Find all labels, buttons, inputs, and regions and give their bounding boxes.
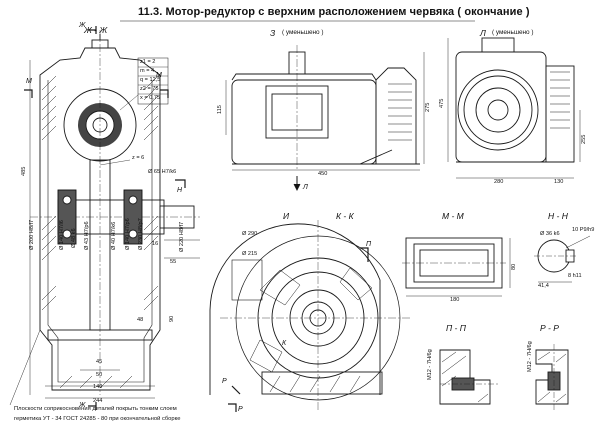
- dim-c16: 16: [152, 241, 159, 247]
- dim-l-h475: 475: [439, 98, 445, 108]
- dim-h485: 485: [21, 166, 27, 176]
- dim-d43: Ø 43 H7/p6: [84, 221, 90, 250]
- dim-c48: 48: [137, 317, 144, 323]
- view-label-l: Л: [480, 28, 486, 38]
- gear-param-m: m = 4: [140, 68, 155, 74]
- dim-m-w180: 180: [450, 297, 460, 303]
- gear-param-q: q = 12,5: [140, 77, 161, 83]
- dim-d140b: Ø 140 H7/p6: [125, 218, 131, 250]
- dim-d230: Ø 230 H8/p7: [138, 218, 144, 250]
- section-rr: [535, 344, 569, 410]
- view-label-zh: Ж - Ж: [84, 25, 108, 35]
- dim-z6: z = 6: [132, 155, 145, 161]
- gear-param-z1: z1 = 2: [140, 59, 156, 65]
- dim-d48: Ø 48 k6: [71, 228, 77, 248]
- gearbox-body: [231, 79, 377, 165]
- dim-d140a: Ø 140 H7/l6: [59, 220, 65, 250]
- dim-l-w280: 280: [494, 179, 504, 185]
- marker-n: Н: [177, 187, 183, 194]
- view-label-k: К - К: [336, 211, 354, 221]
- housing-outline: [39, 47, 161, 391]
- dim-d40: Ø 40 H7/k6: [111, 221, 117, 250]
- view-i: [209, 220, 410, 412]
- view-label-z: З: [270, 28, 276, 38]
- page-title: 11.3. Мотор-редуктор с верхним расположе…: [138, 6, 530, 18]
- marker-m-left: М: [26, 78, 32, 85]
- dim-n-c41: 41,4: [538, 283, 549, 289]
- section-nn: [534, 235, 591, 283]
- dim-d65: Ø 65 H7/k6: [148, 169, 177, 175]
- marker-l-arrow: Л: [303, 184, 308, 191]
- gear-param-x: x = 0,75: [140, 95, 161, 101]
- dim-h90: 90: [169, 315, 175, 322]
- view-label-m: М - М: [442, 211, 464, 221]
- bearings: [57, 189, 143, 245]
- dim-i-d290: Ø 290: [242, 231, 258, 237]
- view-note-l: ( уменьшено ): [492, 29, 534, 36]
- marker-k: К: [282, 340, 287, 347]
- dim-p-m12: М12 - 7Н/6g: [427, 349, 433, 380]
- section-zh: [24, 26, 200, 410]
- section-mm: [402, 237, 511, 297]
- dim-r-m12: М12 - 7Н/6g: [527, 341, 533, 372]
- gear-param-z2: z2 = 75: [140, 86, 159, 92]
- view-label-i: И: [283, 211, 290, 221]
- dim-n-c8: 8 h11: [568, 273, 582, 279]
- marker-p: П: [366, 241, 372, 248]
- view-label-r: Р - Р: [540, 323, 559, 333]
- view-label-p: П - П: [446, 323, 466, 333]
- dim-c45: 45: [96, 359, 103, 365]
- dim-c50: 50: [96, 372, 103, 378]
- dim-d200: Ø 200 H8/f7: [29, 219, 35, 250]
- dim-z-w450: 450: [318, 171, 328, 177]
- view-l: [447, 37, 581, 179]
- dim-l-h255: 255: [581, 134, 587, 144]
- dim-d220: Ø 220 H8/f7: [179, 221, 185, 252]
- marker-zh-top: Ж: [79, 22, 86, 29]
- dim-i-d215: Ø 215: [242, 251, 258, 257]
- dim-c140: 140: [93, 384, 103, 390]
- dim-c55: 55: [170, 259, 177, 265]
- footnote-line-1: Плоскости соприкосновения деталей покрыт…: [14, 406, 177, 412]
- dim-c244: 244: [93, 398, 103, 404]
- section-pp: [439, 349, 500, 405]
- dim-z-h115: 115: [217, 105, 223, 114]
- dim-z-h275: 275: [425, 102, 431, 112]
- cover-circle: [457, 69, 539, 151]
- marker-zh-bottom: Ж: [79, 402, 86, 409]
- footnote-line-2: герметика УТ - 34 ГОСТ 24285 - 80 при ок…: [14, 416, 181, 422]
- marker-r-left: Р: [222, 378, 227, 385]
- dim-l-w130: 130: [554, 179, 564, 185]
- dim-n-d10: 10 P9/h9: [572, 227, 595, 233]
- view-label-n: Н - Н: [548, 211, 568, 221]
- dim-n-d36: Ø 36 k6: [540, 231, 560, 237]
- marker-m-right: М: [156, 72, 162, 79]
- view-note-z: ( уменьшено ): [282, 29, 324, 36]
- view-z: [225, 45, 425, 192]
- marker-r-right: Р: [238, 406, 243, 413]
- dim-m-h80: 80: [511, 263, 517, 270]
